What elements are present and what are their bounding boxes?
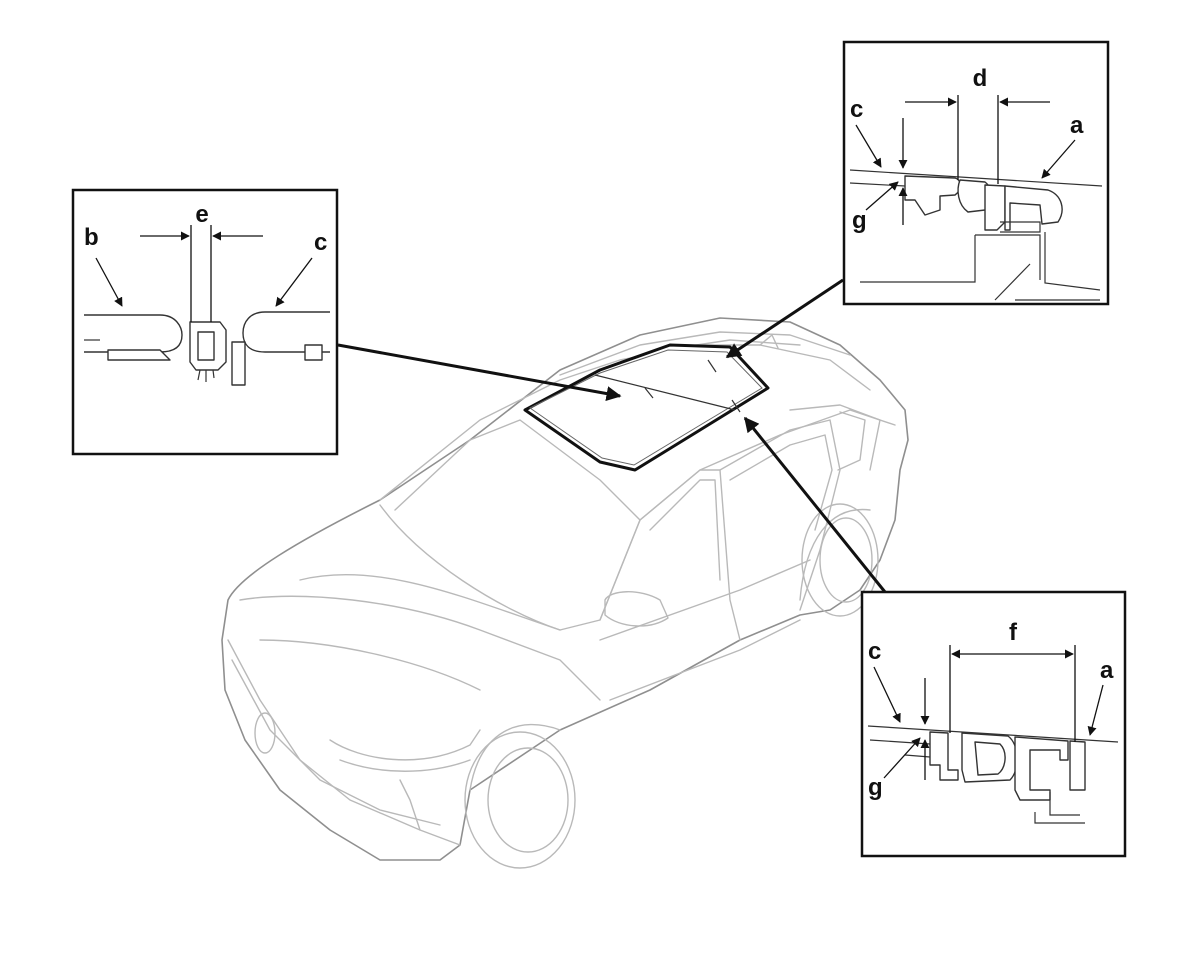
leader-top-right-to-sunroof	[725, 278, 844, 359]
detail-box-top-right: d c g a	[842, 40, 1110, 306]
label-e: e	[195, 201, 208, 228]
label-d: d	[973, 65, 988, 92]
leader-left-to-sunroof	[337, 343, 622, 401]
detail-box-left: e b c	[71, 188, 339, 456]
label-a: a	[1070, 112, 1084, 139]
label-g: g	[852, 207, 867, 234]
label-c: c	[850, 96, 863, 123]
label-b: b	[84, 224, 99, 251]
detail-box-bottom-right: f c g a	[860, 590, 1127, 858]
label-g: g	[868, 774, 883, 801]
label-a: a	[1100, 657, 1114, 684]
label-c: c	[868, 638, 881, 665]
leader-bottom-right-to-sunroof	[743, 416, 887, 593]
label-c: c	[314, 229, 327, 256]
label-f: f	[1009, 619, 1018, 646]
leader-arrows	[337, 278, 887, 593]
sunroof-glass	[523, 343, 770, 472]
